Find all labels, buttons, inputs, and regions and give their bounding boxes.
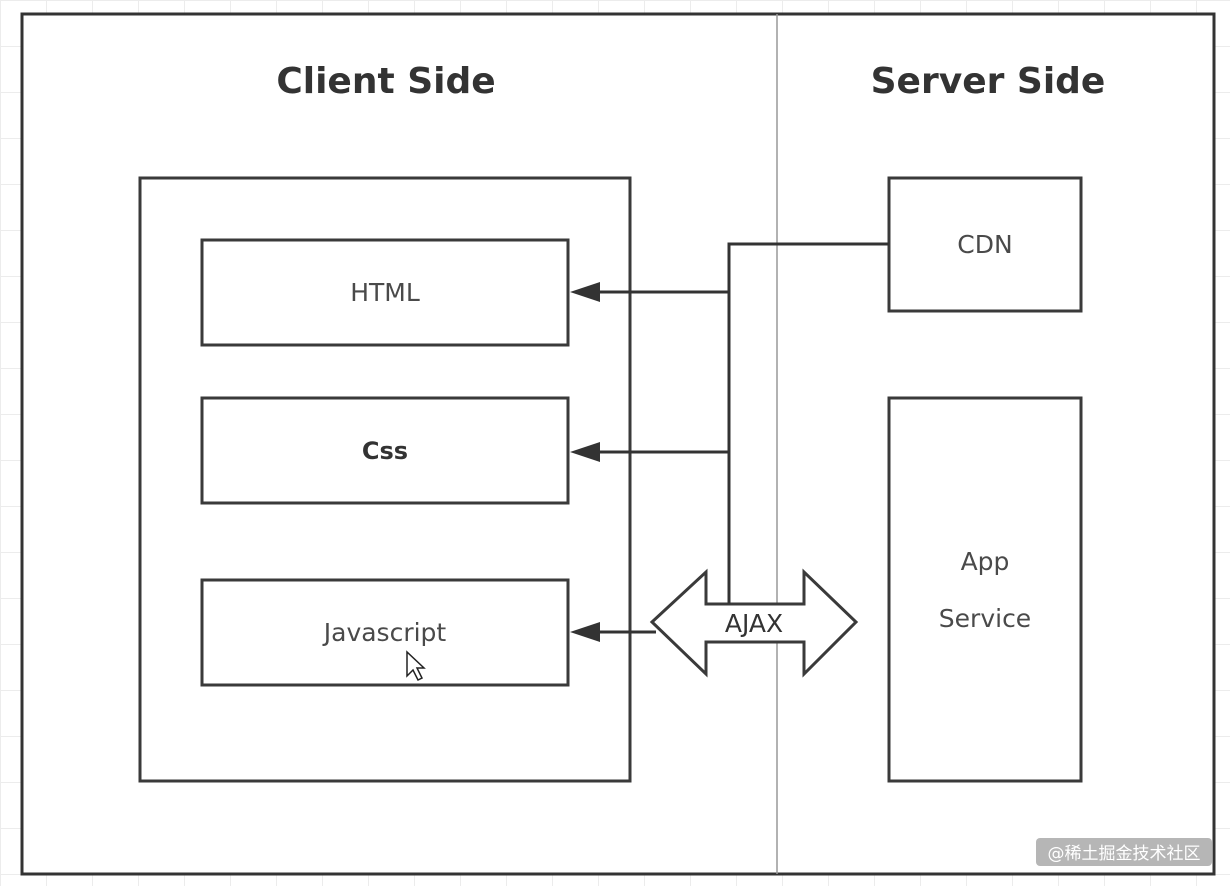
html-arrowhead-icon — [570, 282, 600, 302]
mouse-pointer-icon — [406, 650, 426, 682]
ajax-label: AJAX — [725, 609, 783, 638]
css-box[interactable] — [200, 396, 570, 505]
html-box[interactable] — [200, 238, 570, 347]
app-service-label-line2: Service — [939, 604, 1031, 633]
javascript-box[interactable] — [200, 578, 570, 687]
ajax-double-arrow — [649, 568, 859, 678]
client-side-title: Client Side — [276, 61, 495, 102]
javascript-arrowhead-icon — [570, 622, 600, 642]
css-label: Css — [362, 437, 408, 465]
server-side-title: Server Side — [871, 61, 1106, 102]
html-label: HTML — [350, 278, 420, 307]
javascript-label: Javascript — [322, 618, 447, 647]
cdn-connector-trunk — [727, 242, 889, 598]
watermark-background — [1036, 838, 1212, 866]
app-service-label-line1: App — [961, 547, 1010, 576]
watermark-text: @稀土掘金技术社区 — [1048, 844, 1201, 864]
app-service-box[interactable] — [887, 396, 1083, 783]
css-arrowhead-icon — [570, 442, 600, 462]
cdn-box[interactable] — [887, 176, 1083, 313]
cdn-label: CDN — [957, 230, 1012, 259]
